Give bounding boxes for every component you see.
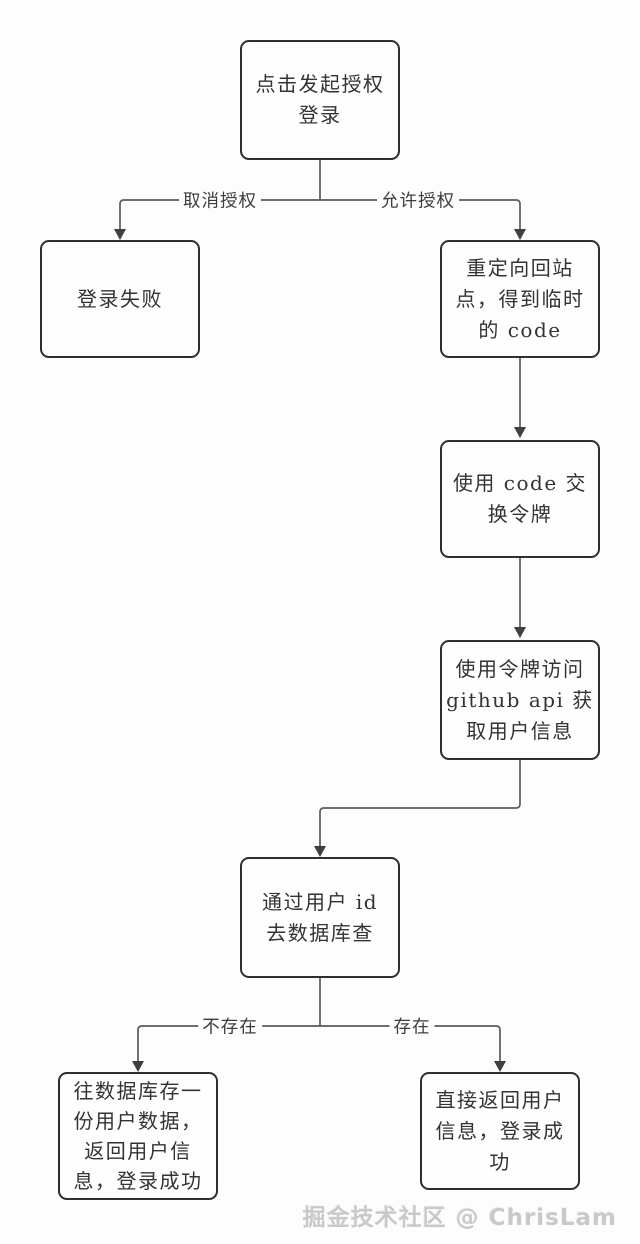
- connector-exist: [320, 1025, 501, 1062]
- connector-allow-auth: [320, 199, 521, 230]
- arrowhead-redirect: [514, 229, 526, 240]
- connector-cancel-auth: [119, 199, 320, 230]
- edge-label-cancel-auth: 取消授权: [179, 187, 261, 213]
- arrowhead-query: [314, 846, 326, 857]
- connector-fetch-query: [319, 760, 521, 847]
- arrowhead-return-user: [494, 1061, 506, 1072]
- connector-not-exist: [137, 1025, 320, 1062]
- arrowhead-save-user: [132, 1061, 144, 1072]
- edge-label-not-exist: 不存在: [198, 1013, 262, 1039]
- edge-label-exist: 存在: [389, 1013, 435, 1039]
- watermark-juejin-chrislam: 掘金技术社区 @ ChrisLam: [302, 1205, 617, 1231]
- arrowhead-exchange: [514, 427, 526, 438]
- node-return-user: 直接返回用户 信息，登录成 功: [420, 1072, 580, 1190]
- node-start: 点击发起授权 登录: [240, 40, 400, 160]
- node-login-fail: 登录失败: [40, 240, 200, 358]
- node-query-db: 通过用户 id 去数据库查: [240, 857, 400, 978]
- arrowhead-fetch: [514, 627, 526, 638]
- node-exchange-token: 使用 code 交 换令牌: [440, 440, 600, 558]
- node-save-user: 往数据库存一 份用户数据， 返回用户信 息，登录成功: [58, 1072, 218, 1200]
- arrowhead-login-fail: [114, 229, 126, 240]
- edge-label-allow-auth: 允许授权: [377, 187, 459, 213]
- node-fetch-user-info: 使用令牌访问 github api 获 取用户信息: [440, 640, 600, 760]
- node-redirect-code: 重定向回站 点，得到临时 的 code: [440, 240, 600, 358]
